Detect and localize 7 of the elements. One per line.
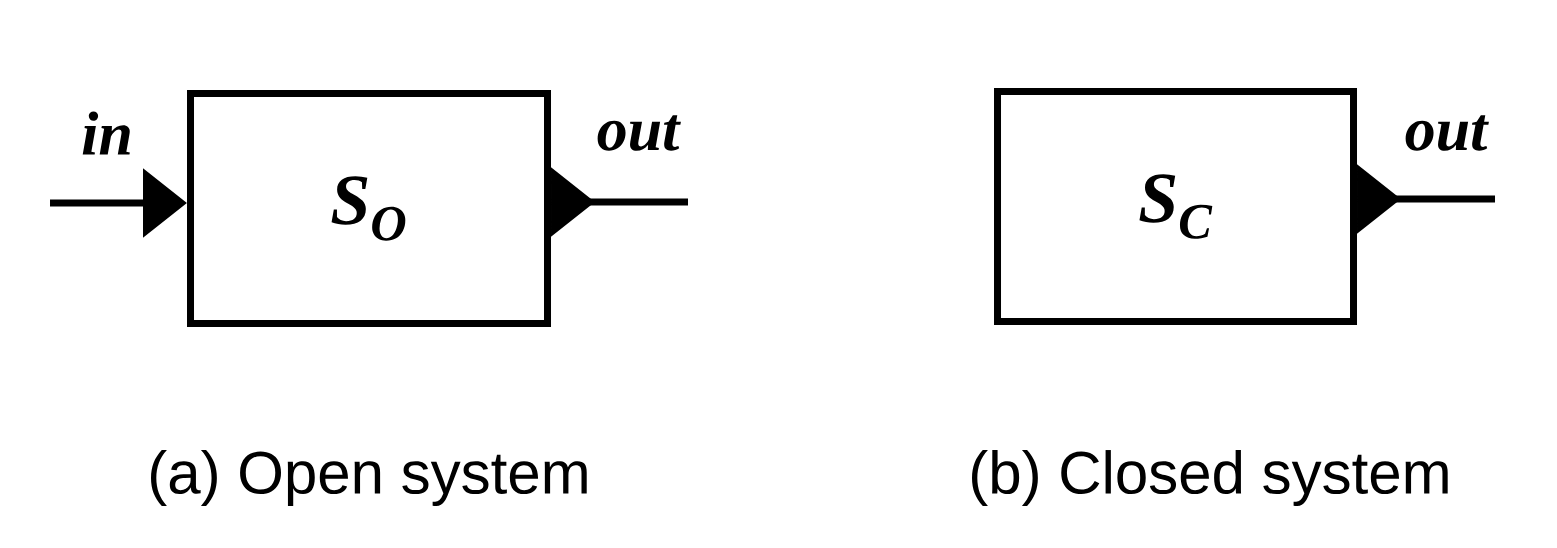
edge-label: out <box>597 115 681 151</box>
node-label: (b) Closed system <box>972 450 1448 506</box>
system-box: S$_{C}$ <box>994 88 1357 325</box>
node-label: (a) Open system <box>151 450 587 506</box>
edge-label: in <box>82 111 130 155</box>
system-box: S$_{O}$ <box>187 90 551 327</box>
edge-label: out <box>1405 115 1489 151</box>
